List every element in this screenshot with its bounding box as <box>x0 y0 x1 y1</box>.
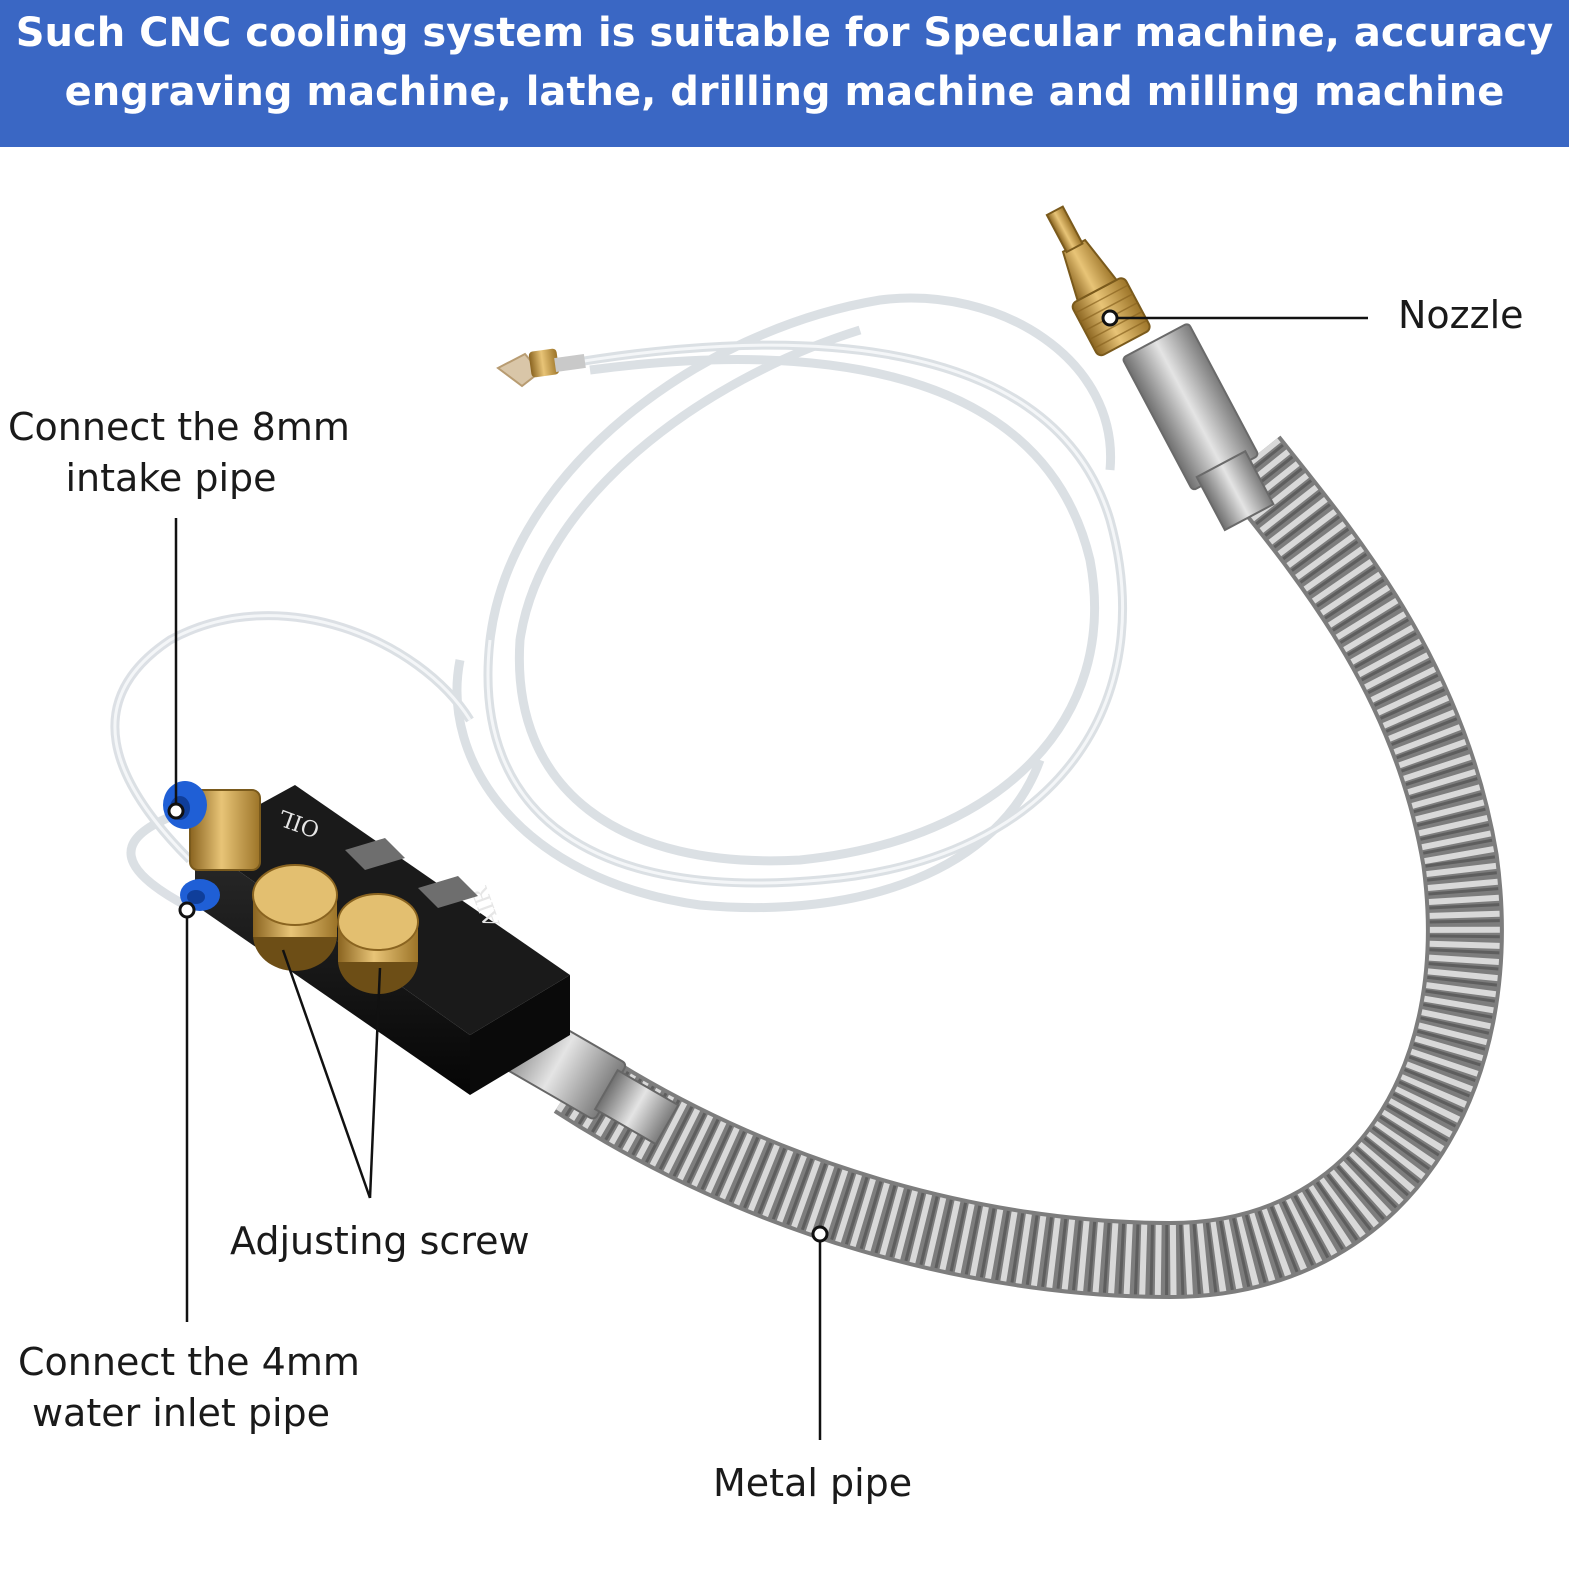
screw-leader-1 <box>281 949 372 1199</box>
adjusting-screw-label: Adjusting screw <box>230 1219 530 1263</box>
metal-pipe-label: Metal pipe <box>713 1461 913 1505</box>
top-banner: Such CNC cooling system is suitable for … <box>0 0 1569 147</box>
screw-leader-2 <box>368 967 382 1199</box>
metal-pipe-marker <box>811 1225 829 1243</box>
intake-pipe-label: Connect the 8mm intake pipe <box>8 402 350 504</box>
tube-end-filter-icon <box>496 348 586 388</box>
water-inlet-label-line-1: Connect the 4mm <box>18 1340 360 1384</box>
adjusting-screw-2 <box>337 893 419 994</box>
brass-nozzle <box>1045 205 1151 357</box>
water-inlet-label: Connect the 4mm water inlet pipe <box>18 1337 360 1439</box>
banner-line-2: engraving machine, lathe, drilling machi… <box>64 69 1505 115</box>
intake-marker <box>167 802 185 820</box>
nozzle-hex-fitting <box>1122 323 1275 532</box>
leader-lines <box>174 316 1368 1440</box>
water-inlet-label-line-2: water inlet pipe <box>31 1391 331 1435</box>
intake-label-line-1: Connect the 8mm <box>8 405 350 449</box>
leader-markers <box>167 309 1119 1243</box>
banner-line-1: Such CNC cooling system is suitable for … <box>15 10 1554 56</box>
adjusting-screw-1 <box>252 864 338 971</box>
nozzle-label: Nozzle <box>1398 293 1524 337</box>
clear-tubing-highlight <box>113 343 1125 885</box>
metal-hose <box>553 435 1504 1300</box>
intake-label-line-2: intake pipe <box>65 456 277 500</box>
nozzle-marker <box>1101 309 1119 327</box>
brass-intake-fitting <box>163 781 261 871</box>
water-inlet-marker <box>178 901 196 919</box>
